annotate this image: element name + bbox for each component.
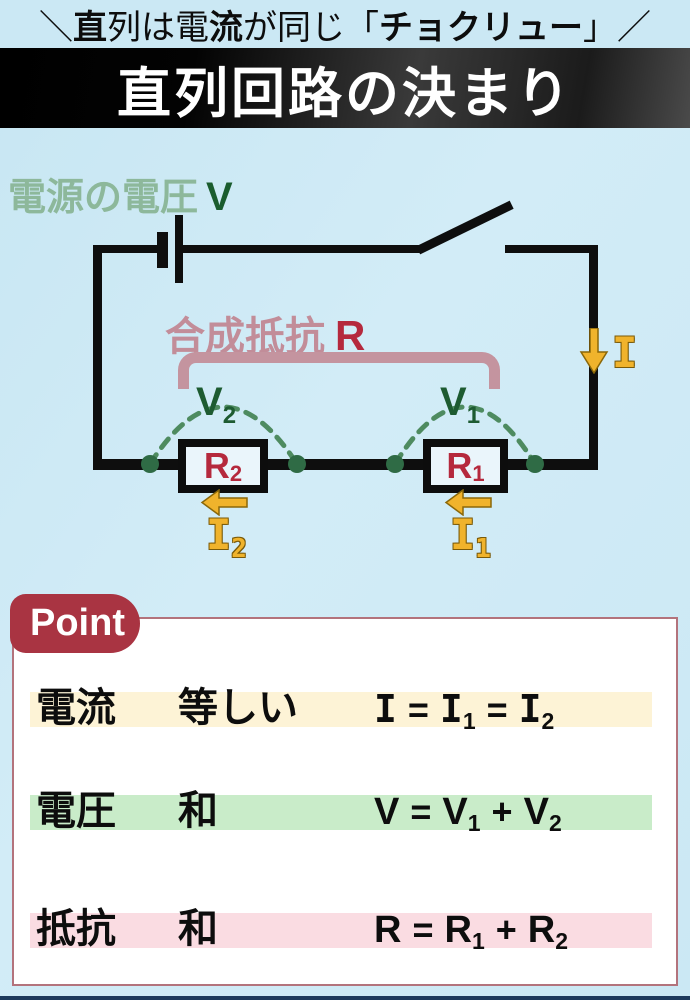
catchphrase-part: が同じ「: [243, 8, 379, 47]
battery-short-plate: [157, 232, 168, 268]
row-quantity-label: 電圧: [36, 789, 116, 833]
row-formula: R=R1+R2: [374, 909, 568, 953]
current-label: I: [612, 328, 638, 377]
combined-resistance-symbol: R: [335, 312, 366, 359]
formula-operator: =: [412, 909, 434, 950]
battery-long-plate: [175, 215, 183, 283]
formula-operator: +: [495, 909, 517, 950]
catchphrase-part: ＼: [39, 8, 73, 47]
bottom-strip: [0, 996, 690, 1000]
formula-operator: =: [410, 791, 432, 832]
voltage-arcs: [147, 404, 538, 467]
row-rule-label: 等しい: [178, 686, 298, 730]
wire-top-left: [93, 245, 159, 253]
point-badge-label: Point: [30, 602, 125, 644]
source-voltage-text: 電源の電圧: [8, 177, 199, 219]
node-dot: [386, 455, 404, 473]
formula-symbol: R: [527, 909, 556, 951]
current1-label: I1: [450, 510, 491, 564]
node-dot: [526, 455, 544, 473]
row-formula: V=V1+V2: [374, 791, 562, 835]
combined-resistance-bracket: [178, 352, 500, 389]
catchphrase-part: チョクリュー: [379, 8, 583, 47]
row-highlight: [30, 795, 652, 830]
formula-subscript: 2: [555, 928, 569, 954]
row-quantity-label: 抵抗: [36, 907, 116, 951]
title-banner: 直列回路の決まり: [0, 48, 690, 128]
source-voltage-symbol: V: [206, 175, 233, 219]
formula-operator: =: [486, 689, 508, 730]
formula-symbol: R: [374, 909, 402, 951]
wire-top-right: [505, 245, 598, 253]
formula-subscript: 2: [541, 708, 555, 734]
catchphrase-part: 流: [209, 8, 243, 47]
point-badge: Point: [10, 594, 140, 653]
formula-symbol: R: [444, 909, 472, 951]
formula-operator: +: [491, 791, 513, 832]
node-dot: [288, 455, 306, 473]
row-rule-label: 和: [178, 907, 218, 951]
wire-top-middle: [183, 245, 420, 253]
current2-label: I2: [206, 510, 247, 564]
wire-bottom: [93, 459, 598, 470]
catchphrase-banner: ＼直列は電流が同じ「チョクリュー」／: [0, 0, 690, 48]
voltage2-label: V2: [196, 380, 237, 429]
voltage1-label: V1: [440, 380, 481, 429]
row-formula: I=I1=I2: [374, 687, 554, 733]
formula-symbol: V: [374, 791, 400, 833]
combined-resistance-text: 合成抵抗: [165, 315, 325, 359]
row-rule-label: 和: [178, 789, 218, 833]
row-highlight: [30, 692, 652, 727]
catchphrase-part: 直: [73, 8, 107, 47]
current-down-arrow-icon: [579, 328, 609, 374]
formula-symbol: V: [523, 791, 549, 833]
current1-left-arrow-icon: [444, 489, 492, 516]
formula-symbol: I: [374, 687, 397, 731]
formula-operator: =: [407, 689, 429, 730]
formula-subscript: 1: [471, 928, 485, 954]
formula-subscript: 1: [462, 708, 476, 734]
formula-subscript: 1: [467, 810, 481, 836]
catchphrase-part: 」: [583, 8, 617, 47]
catchphrase-part: ／: [617, 8, 651, 47]
formula-symbol: V: [442, 791, 468, 833]
formula-symbol: I: [439, 687, 463, 731]
formula-symbol: I: [518, 687, 542, 731]
catchphrase-part: 列は電: [107, 8, 209, 47]
formula-subscript: 2: [548, 810, 562, 836]
page-title: 直列回路の決まり: [117, 63, 573, 124]
row-quantity-label: 電流: [36, 686, 116, 730]
wire-left-vertical: [93, 245, 102, 470]
row-highlight: [30, 913, 652, 948]
current2-left-arrow-icon: [200, 489, 248, 516]
switch-blade: [416, 200, 514, 255]
node-dot: [141, 455, 159, 473]
